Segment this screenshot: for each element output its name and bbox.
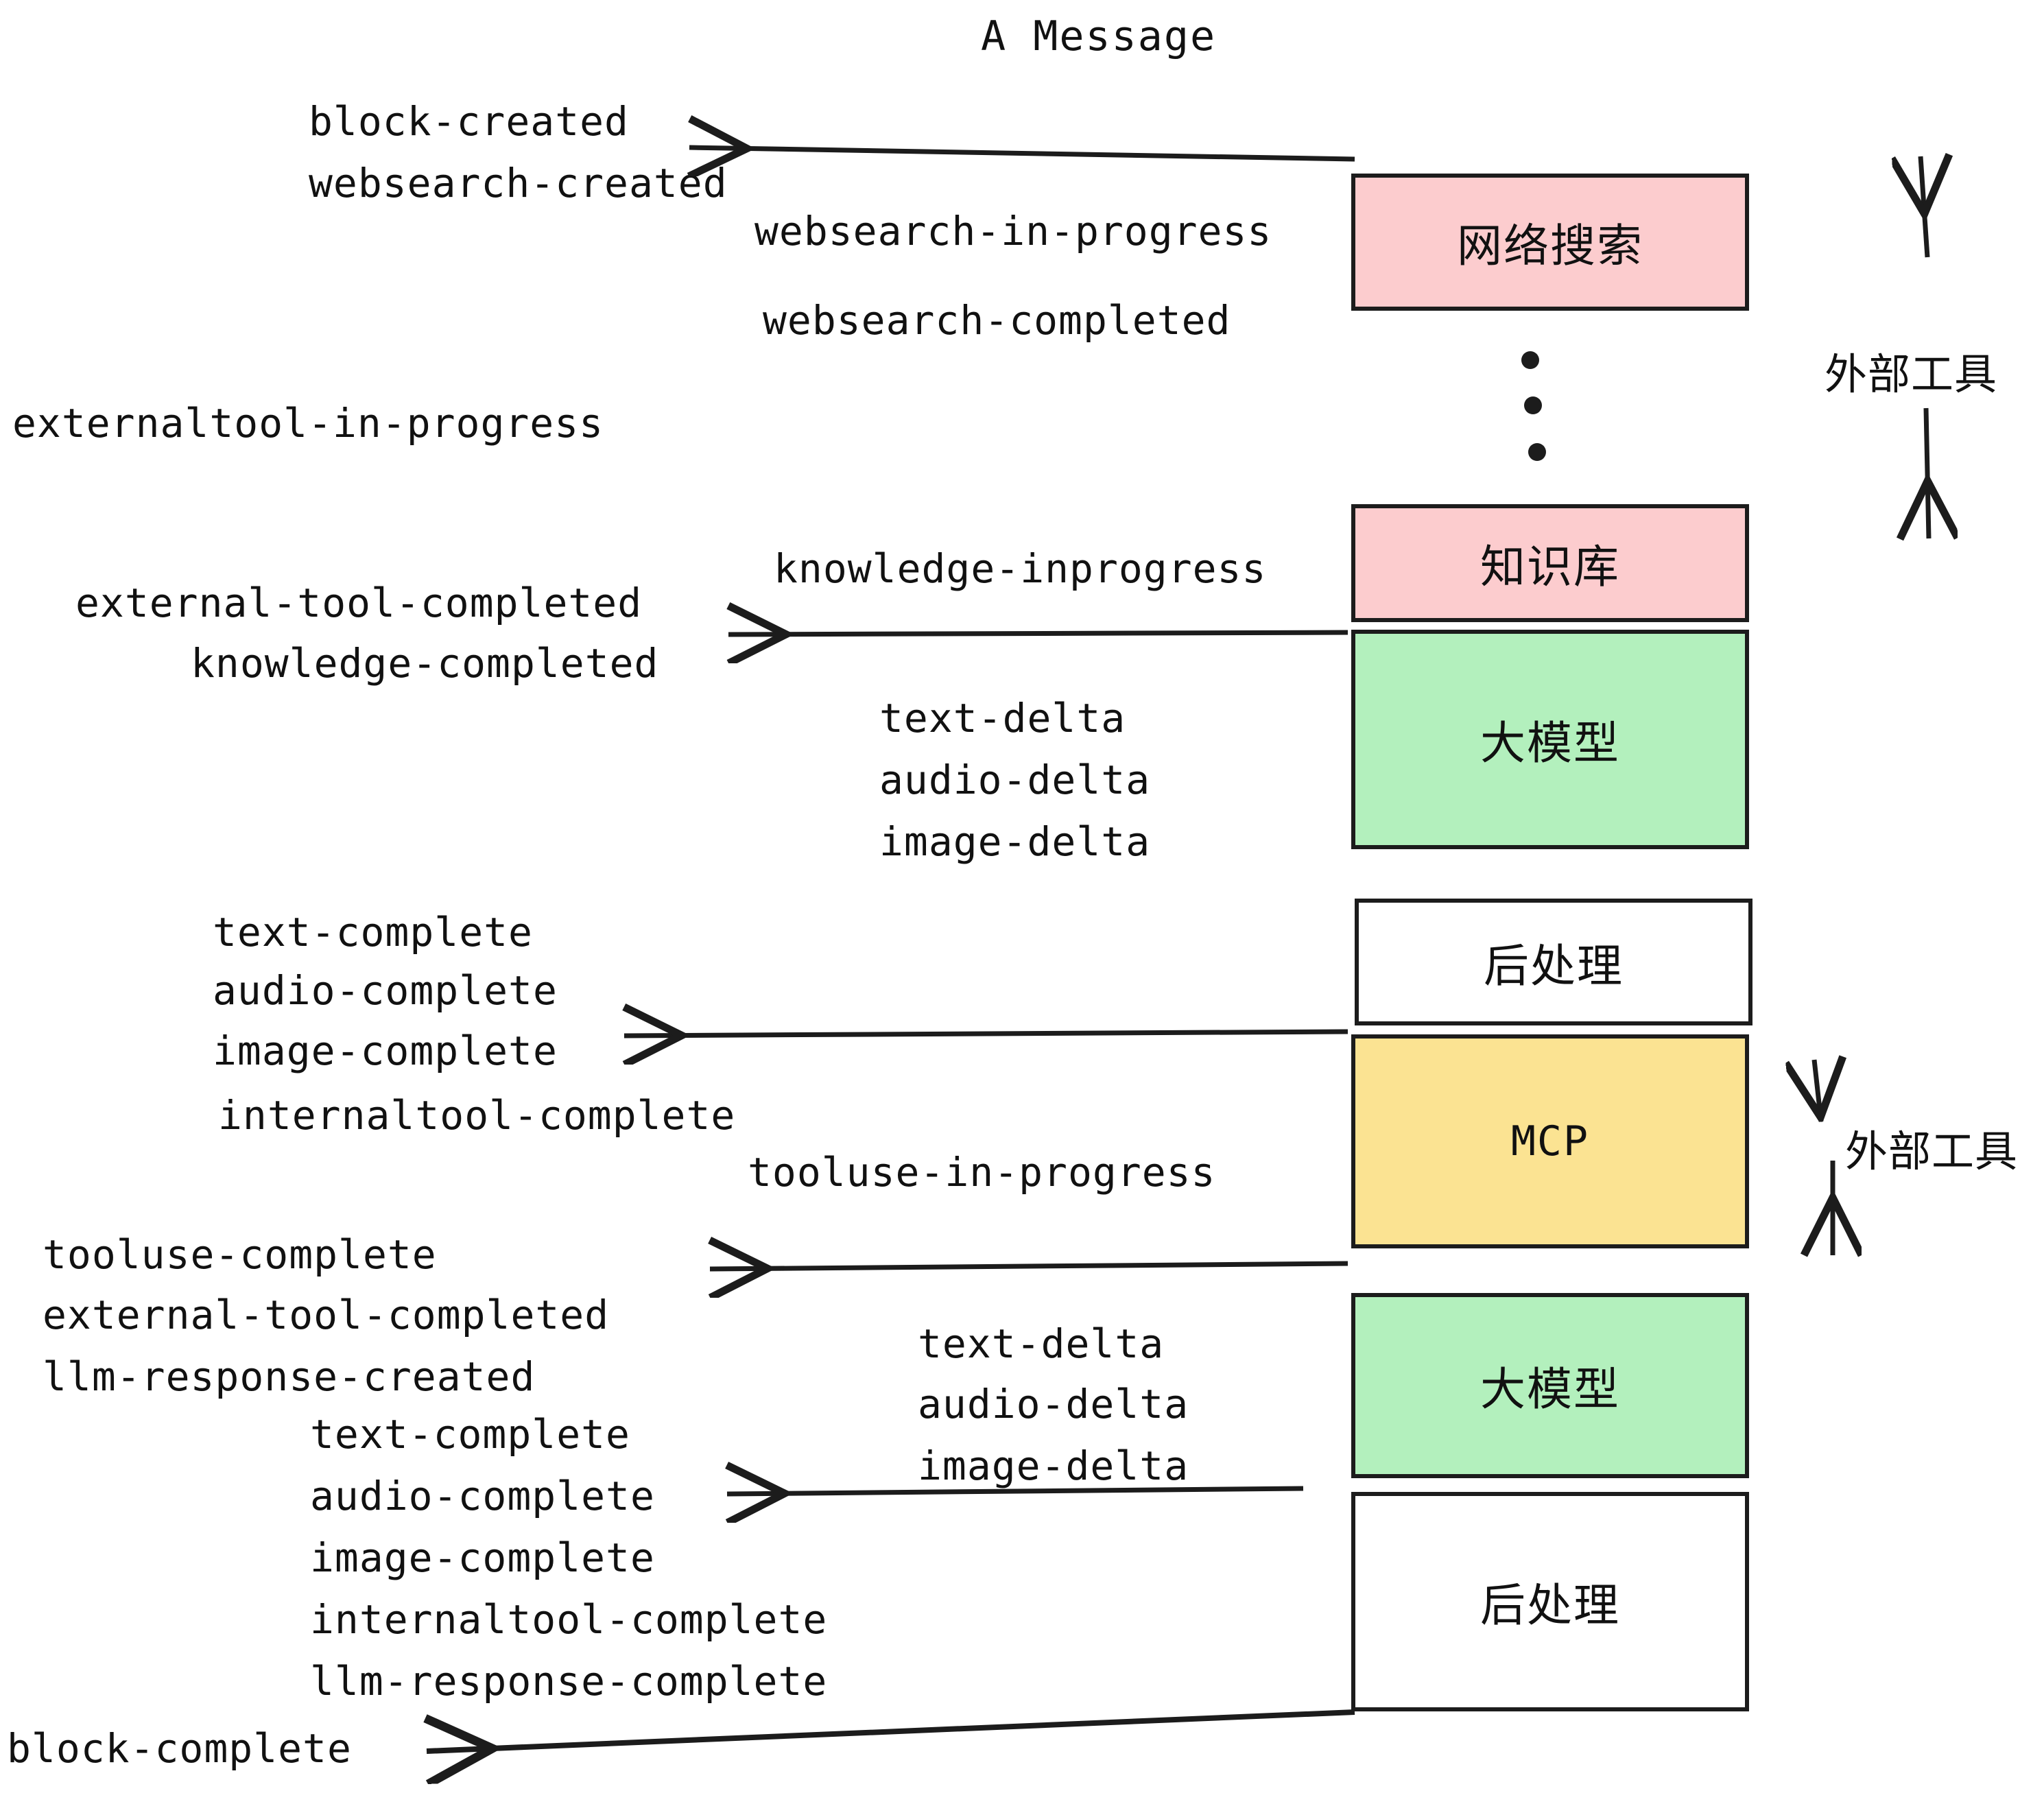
event-label: websearch-in-progress: [754, 208, 1272, 254]
event-label: text-complete: [213, 909, 533, 956]
event-label: llm-response-complete: [310, 1658, 828, 1705]
event-label: audio-complete: [310, 1473, 655, 1519]
event-label: external-tool-completed: [75, 580, 643, 626]
event-label: tooluse-in-progress: [748, 1149, 1216, 1196]
node-label: 后处理: [1480, 1579, 1620, 1632]
node-box-mcp[interactable]: MCP: [1351, 1034, 1749, 1248]
node-box-llm-top[interactable]: 大模型: [1351, 630, 1749, 849]
event-label: image-delta: [879, 818, 1151, 865]
event-label: external-tool-completed: [43, 1292, 610, 1338]
node-box-postprocess-top[interactable]: 后处理: [1355, 899, 1752, 1025]
event-label: internaltool-complete: [310, 1596, 828, 1643]
ellipsis-dot-icon: [1524, 396, 1542, 414]
event-label: knowledge-completed: [191, 640, 659, 687]
event-label: text-delta: [879, 695, 1126, 741]
event-label: audio-complete: [213, 967, 558, 1014]
arrow-postprocess-to-block-complete: [427, 1709, 1355, 1751]
event-label: image-complete: [310, 1534, 655, 1581]
event-label: block-created: [309, 98, 629, 145]
arrow-mcp-to-tooluse-complete: [710, 1263, 1348, 1269]
event-label: websearch-created: [309, 160, 728, 206]
arrow-postprocess-to-image-complete: [624, 1032, 1348, 1036]
side-label-external-tool-top: 外部工具: [1825, 349, 1998, 399]
side-label-external-tool-bottom: 外部工具: [1845, 1126, 2019, 1176]
node-label: 大模型: [1480, 717, 1620, 770]
event-label: internaltool-complete: [218, 1092, 736, 1139]
event-label: audio-delta: [918, 1381, 1189, 1427]
node-box-knowledge[interactable]: 知识库: [1351, 504, 1749, 622]
arrow-llm-to-audio-complete: [727, 1488, 1304, 1494]
arrow-knowledge-to-knowledge-completed: [728, 632, 1348, 634]
ellipsis-dot-icon: [1521, 351, 1539, 369]
event-label: text-complete: [310, 1411, 630, 1458]
node-label: 大模型: [1480, 1363, 1620, 1416]
event-label: knowledge-inprogress: [774, 545, 1267, 592]
node-label: MCP: [1510, 1117, 1590, 1165]
ellipsis-dot-icon: [1528, 443, 1546, 461]
event-label: image-complete: [213, 1028, 558, 1074]
event-label: externaltool-in-progress: [12, 400, 604, 447]
event-label: tooluse-complete: [43, 1231, 437, 1278]
event-label: audio-delta: [879, 757, 1151, 803]
event-label: llm-response-created: [43, 1353, 536, 1400]
page-title: A Message: [981, 12, 1217, 60]
event-label: websearch-completed: [763, 297, 1231, 344]
node-label: 知识库: [1480, 541, 1620, 593]
arrow-external-tool-up-bottom: [1814, 1060, 1821, 1121]
arrow-external-tool-up-top: [1921, 156, 1927, 258]
arrow-external-tool-down-top: [1926, 407, 1929, 538]
node-box-postprocess-bottom[interactable]: 后处理: [1351, 1492, 1749, 1711]
node-label: 后处理: [1484, 939, 1624, 993]
node-box-websearch[interactable]: 网络搜索: [1351, 174, 1749, 311]
node-label: 网络搜索: [1457, 219, 1643, 272]
arrow-websearch-to-block-created: [689, 147, 1355, 159]
event-label: block-complete: [7, 1725, 352, 1772]
event-label: text-delta: [918, 1320, 1165, 1367]
node-box-llm-bottom[interactable]: 大模型: [1351, 1293, 1749, 1478]
event-label: image-delta: [918, 1443, 1189, 1489]
